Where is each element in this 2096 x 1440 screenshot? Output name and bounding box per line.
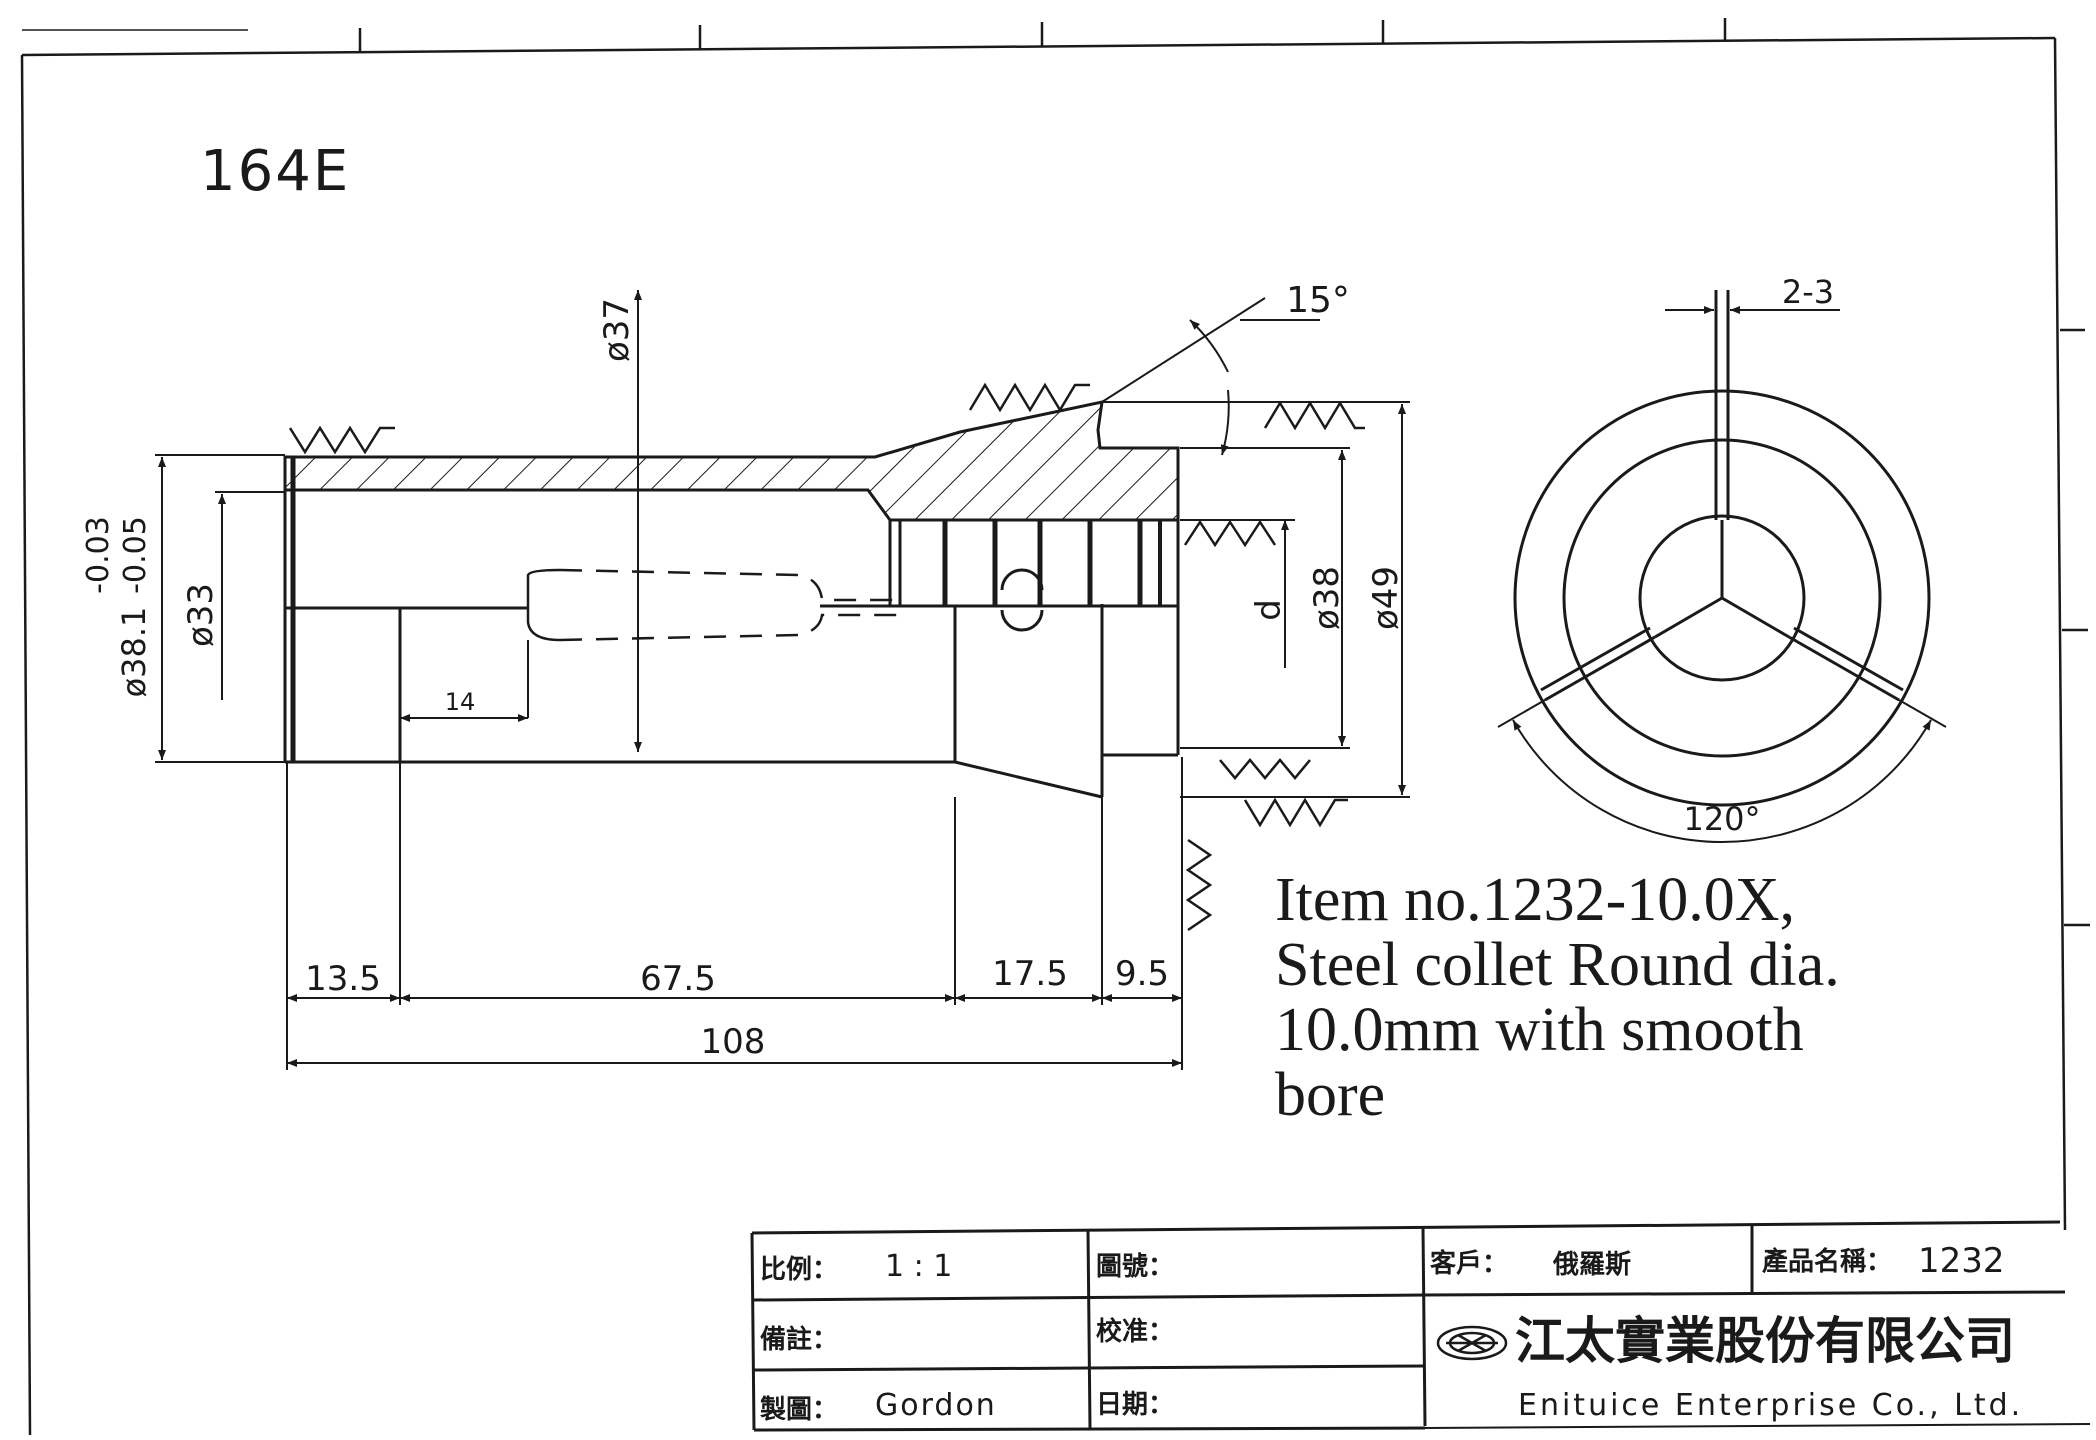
note-line-1: Item no.1232-10.0X,	[1275, 866, 1795, 934]
note-line-2: Steel collet Round dia.	[1275, 931, 1840, 999]
dimension-text: ø38.1 -0.03 -0.05 ø33 ø37 d ø38 ø49 14 1…	[81, 280, 1406, 1062]
dim-d38: ø38	[1307, 566, 1347, 630]
dim-d38-1: ø38.1	[115, 607, 153, 698]
dim-slot-2-3: 2-3	[1782, 273, 1834, 311]
dim-angle-15: 15°	[1286, 280, 1350, 321]
collet-end-view	[1497, 290, 1947, 844]
customer-label: 客戶：	[1430, 1248, 1508, 1279]
dim-tol-lower: -0.05	[118, 516, 153, 594]
title-block-text: 比例： 1 : 1 圖號： 客戶： 俄羅斯 產品名稱： 1232 備註： 校准：…	[760, 1241, 2023, 1425]
dim-d37: ø37	[597, 298, 637, 362]
sheet-frame	[20, 18, 2090, 1436]
dimension-lines	[155, 290, 1410, 1070]
section-hatch	[283, 400, 1180, 522]
part-code: 164E	[200, 139, 350, 204]
scale-value: 1 : 1	[885, 1249, 952, 1284]
company-logo	[1436, 1325, 1508, 1361]
dim-len-9-5: 9.5	[1115, 954, 1169, 994]
remark-label: 備註：	[760, 1324, 838, 1355]
date-label: 日期：	[1096, 1390, 1174, 1420]
scale-label: 比例：	[760, 1255, 838, 1285]
dim-d33: ø33	[181, 583, 221, 647]
product-value: 1232	[1918, 1241, 2005, 1281]
dim-len-67-5: 67.5	[640, 959, 716, 999]
dim-tol-upper: -0.03	[81, 516, 116, 594]
dim-angle-120: 120°	[1683, 800, 1760, 838]
dim-len-14: 14	[445, 688, 476, 716]
title-block	[750, 1220, 2091, 1432]
drawn-label: 製圖：	[760, 1395, 838, 1425]
dim-bore-d: d	[1249, 599, 1289, 621]
surface-finish-symbols	[288, 382, 1365, 932]
dim-len-17-5: 17.5	[992, 954, 1068, 994]
note-line-3: 10.0mm with smooth	[1275, 996, 1804, 1064]
collet-side-view	[283, 400, 1180, 799]
check-label: 校准：	[1096, 1316, 1174, 1347]
product-label: 產品名稱：	[1762, 1246, 1892, 1277]
company-name-cn: 江太實業股份有限公司	[1515, 1312, 2015, 1370]
item-note: Item no.1232-10.0X, Steel collet Round d…	[1275, 866, 1840, 1129]
customer-value: 俄羅斯	[1552, 1250, 1631, 1280]
note-line-4: bore	[1275, 1061, 1385, 1129]
dim-len-108: 108	[701, 1022, 766, 1062]
dim-d49: ø49	[1366, 566, 1406, 630]
drawn-value: Gordon	[875, 1388, 997, 1423]
company-name-en: Enituice Enterprise Co., Ltd.	[1518, 1388, 2023, 1423]
drawing-no-label: 圖號：	[1096, 1252, 1174, 1282]
dim-len-13-5: 13.5	[305, 959, 381, 999]
